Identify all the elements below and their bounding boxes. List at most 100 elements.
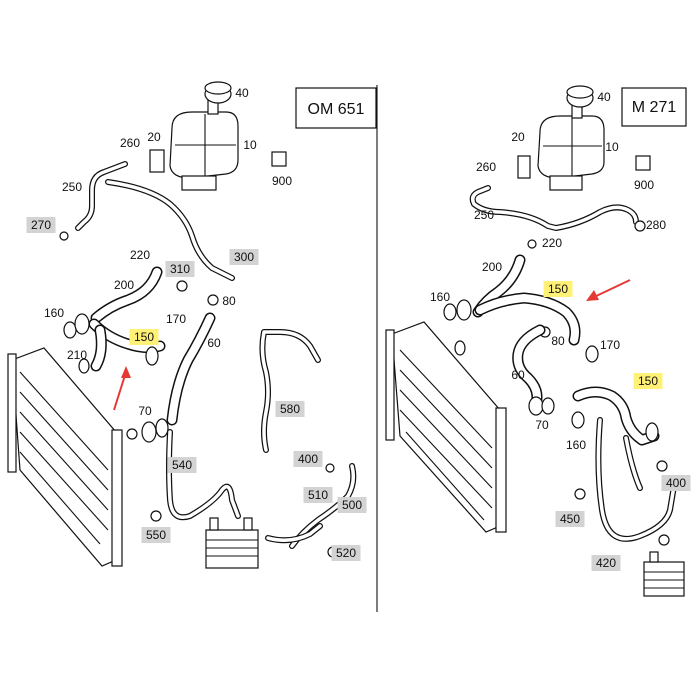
- callout-number: 510: [308, 488, 328, 502]
- callout-60: 60: [511, 368, 525, 382]
- callout-number: 270: [31, 218, 51, 232]
- callout-number: 580: [280, 402, 300, 416]
- hose-250: [469, 185, 639, 231]
- callout-number: 210: [67, 348, 87, 362]
- callout-number: 900: [272, 174, 292, 188]
- callout-number: 40: [597, 90, 611, 104]
- callout-number: 250: [62, 180, 82, 194]
- callout-170: 170: [166, 312, 186, 326]
- hose-250: [75, 161, 128, 231]
- callout-number: 20: [511, 130, 525, 144]
- callout-number: 400: [666, 476, 686, 490]
- level-sensor: [271, 151, 287, 167]
- callout-number: 280: [646, 218, 666, 232]
- gray-box: [141, 527, 171, 543]
- expansion-tank: [169, 99, 239, 191]
- callout-300: 300: [229, 249, 259, 265]
- callout-number: 420: [596, 556, 616, 570]
- callout-580: 580: [275, 401, 305, 417]
- oil-cooler: [205, 517, 259, 569]
- callout-220: 220: [130, 248, 150, 262]
- callout-number: 550: [146, 528, 166, 542]
- callout-number: 160: [566, 438, 586, 452]
- callout-80: 80: [222, 294, 236, 308]
- callout-10: 10: [243, 138, 257, 152]
- panel-m271: M 271: [385, 85, 687, 597]
- callout-number: 540: [172, 458, 192, 472]
- gray-box: [555, 511, 585, 527]
- callout-150: 150: [129, 329, 159, 345]
- gray-box: [293, 451, 323, 467]
- callout-900: 900: [272, 174, 292, 188]
- highlight-box: [129, 329, 159, 345]
- gray-box: [337, 497, 367, 513]
- gray-box: [165, 261, 195, 277]
- callout-900: 900: [634, 178, 654, 192]
- callout-number: 450: [560, 512, 580, 526]
- callout-150: 150: [543, 281, 573, 297]
- highlight-box: [633, 373, 663, 389]
- panel-om651: OM 651: [7, 81, 377, 569]
- callout-number: 260: [476, 160, 496, 174]
- callout-number: 170: [166, 312, 186, 326]
- callout-170: 170: [600, 338, 620, 352]
- engine-code: M 271: [632, 99, 677, 116]
- level-sensor: [635, 155, 651, 171]
- callout-number: 520: [336, 546, 356, 560]
- expansion-tank: [537, 103, 605, 191]
- engine-code-box: [295, 87, 377, 129]
- gray-box: [229, 249, 259, 265]
- callout-200: 200: [114, 278, 134, 292]
- callout-160: 160: [566, 438, 586, 452]
- callout-10: 10: [605, 140, 619, 154]
- callout-510: 510: [303, 487, 333, 503]
- gray-box: [275, 401, 305, 417]
- hose-300: [105, 179, 235, 281]
- callout-40: 40: [235, 86, 249, 100]
- callout-number: 60: [511, 368, 525, 382]
- engine-code: OM 651: [308, 101, 365, 118]
- callout-220: 220: [542, 236, 562, 250]
- gray-box: [661, 475, 691, 491]
- callout-210: 210: [67, 348, 87, 362]
- hose-540: [166, 429, 241, 521]
- callout-270: 270: [26, 217, 56, 233]
- callout-280: 280: [646, 218, 666, 232]
- callout-number: 220: [130, 248, 150, 262]
- callout-160: 160: [44, 306, 64, 320]
- radiator: [7, 347, 138, 567]
- oil-cooler: [643, 551, 685, 597]
- hose-150: [474, 292, 581, 346]
- callout-number: 20: [147, 130, 161, 144]
- callout-number: 10: [243, 138, 257, 152]
- callout-number: 70: [535, 418, 549, 432]
- gray-box: [26, 217, 56, 233]
- bracket: [149, 149, 165, 173]
- callout-450: 450: [555, 511, 585, 527]
- callout-number: 900: [634, 178, 654, 192]
- callout-number: 170: [600, 338, 620, 352]
- callout-labels: 40 20 260 10 900 250 270 220 310 300 80 200 160 150 17…: [26, 86, 691, 571]
- radiator: [385, 321, 507, 533]
- callout-number: 260: [120, 136, 140, 150]
- gray-box: [591, 555, 621, 571]
- hose-150-lower: [572, 386, 660, 446]
- callout-number: 310: [170, 262, 190, 276]
- callout-number: 500: [342, 498, 362, 512]
- callout-number: 250: [474, 208, 494, 222]
- callout-number: 150: [548, 282, 568, 296]
- callout-550: 550: [141, 527, 171, 543]
- callout-number: 80: [222, 294, 236, 308]
- callout-number: 160: [430, 290, 450, 304]
- callout-80: 80: [551, 334, 565, 348]
- hose-200: [90, 266, 163, 324]
- hose-420: [595, 417, 677, 542]
- highlight-box: [543, 281, 573, 297]
- callout-160: 160: [430, 290, 450, 304]
- callout-number: 200: [482, 260, 502, 274]
- callout-number: 220: [542, 236, 562, 250]
- gray-box: [167, 457, 197, 473]
- callout-200: 200: [482, 260, 502, 274]
- engine-code-box: [621, 87, 687, 127]
